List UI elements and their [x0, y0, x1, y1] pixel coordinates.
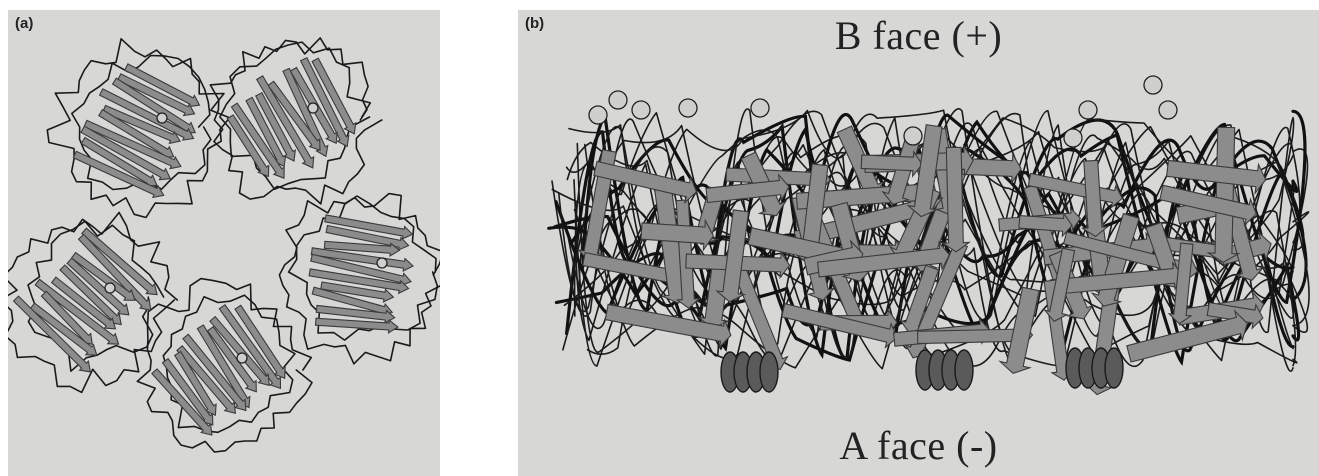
calcium-ion: [589, 106, 607, 124]
calcium-ion: [751, 99, 769, 117]
calcium-ion: [609, 91, 627, 109]
calcium-ion: [679, 99, 697, 117]
calcium-ion: [1064, 129, 1082, 147]
calcium-ion: [1144, 76, 1162, 94]
side-view-ribbons: [549, 76, 1309, 395]
alpha-helix: [760, 352, 778, 392]
calcium-ion: [237, 353, 247, 363]
panel-a-label: (a): [15, 15, 33, 32]
subunit-2: [210, 38, 381, 204]
calcium-ion: [632, 101, 650, 119]
alpha-helix: [1105, 348, 1123, 388]
calcium-ion: [157, 113, 167, 123]
coil-loop: [47, 39, 229, 218]
b-face-label: B face (+): [518, 12, 1319, 59]
subunit-1: [47, 39, 229, 218]
pentamer-side-view: [518, 10, 1319, 476]
a-face-label: A face (-): [518, 422, 1319, 469]
panel-b: (b) B face (+) A face (-): [518, 10, 1319, 476]
calcium-ion: [1159, 101, 1177, 119]
calcium-ion: [308, 103, 318, 113]
subunit-5: [8, 213, 177, 393]
calcium-ion: [105, 283, 115, 293]
panel-a: (a): [8, 10, 440, 476]
subunit-4: [137, 279, 312, 452]
calcium-ion: [377, 258, 387, 268]
calcium-ion: [904, 127, 922, 145]
alpha-helix: [955, 350, 973, 390]
subunit-3: [279, 194, 440, 364]
pentamer-top-view: [8, 10, 440, 476]
calcium-ion: [1079, 101, 1097, 119]
